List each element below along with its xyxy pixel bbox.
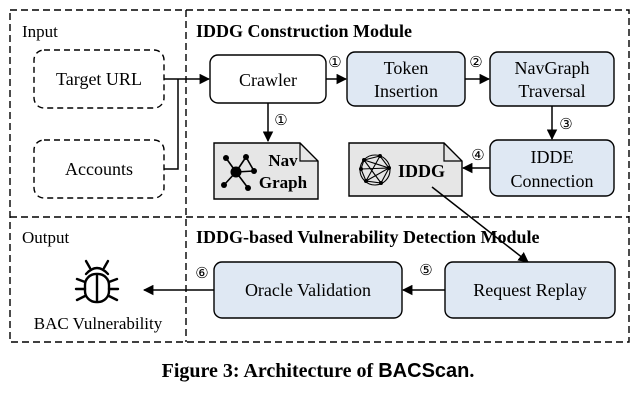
input-region-label: Input <box>22 22 58 41</box>
token-insertion-line1: Token <box>384 58 429 78</box>
step-marker-1b: ① <box>274 111 287 129</box>
step-marker-4: ④ <box>471 146 484 164</box>
step-marker-2: ② <box>469 53 482 71</box>
nav-graph-artifact <box>213 142 319 200</box>
step-marker-1: ① <box>328 53 341 71</box>
caption-suffix: . <box>469 360 474 382</box>
caption-prefix: Figure 3: Architecture of <box>162 360 379 382</box>
iddg-fold <box>443 143 462 162</box>
iddg-to-replay-arrow <box>431 186 529 263</box>
construction-module-title: IDDG Construction Module <box>196 21 412 41</box>
accounts-to-crawler-connector <box>164 79 179 170</box>
oracle-validation-label: Oracle Validation <box>245 280 371 300</box>
accounts-label: Accounts <box>65 159 133 179</box>
output-region-label: Output <box>22 228 70 247</box>
nav-graph-fold <box>299 143 318 162</box>
token-insertion-line2: Insertion <box>374 81 438 101</box>
nav-graph-icon <box>221 154 257 191</box>
iddg-label: IDDG <box>398 161 445 181</box>
step-marker-5: ⑤ <box>419 261 432 279</box>
navgraph-traversal-line1: NavGraph <box>515 58 590 78</box>
caption-tool-name: BACScan <box>378 360 469 382</box>
navgraph-traversal-line2: Traversal <box>518 81 585 101</box>
idde-connection-line2: Connection <box>511 171 594 191</box>
idde-connection-line1: IDDE <box>531 147 574 167</box>
bac-vulnerability-label: BAC Vulnerability <box>34 314 163 333</box>
figure-caption: Figure 3: Architecture of BACScan. <box>162 360 475 382</box>
request-replay-label: Request Replay <box>473 280 586 300</box>
step-marker-3: ③ <box>559 115 572 133</box>
detection-module-title: IDDG-based Vulnerability Detection Modul… <box>196 227 540 247</box>
nav-graph-line2: Graph <box>259 173 308 192</box>
step-marker-6: ⑥ <box>195 264 208 282</box>
outer-frame <box>9 9 630 343</box>
target-url-label: Target URL <box>56 69 142 89</box>
nav-graph-line1: Nav <box>268 151 298 170</box>
bug-icon <box>74 259 120 304</box>
crawler-label: Crawler <box>239 70 297 90</box>
network-sphere-icon <box>359 154 391 186</box>
